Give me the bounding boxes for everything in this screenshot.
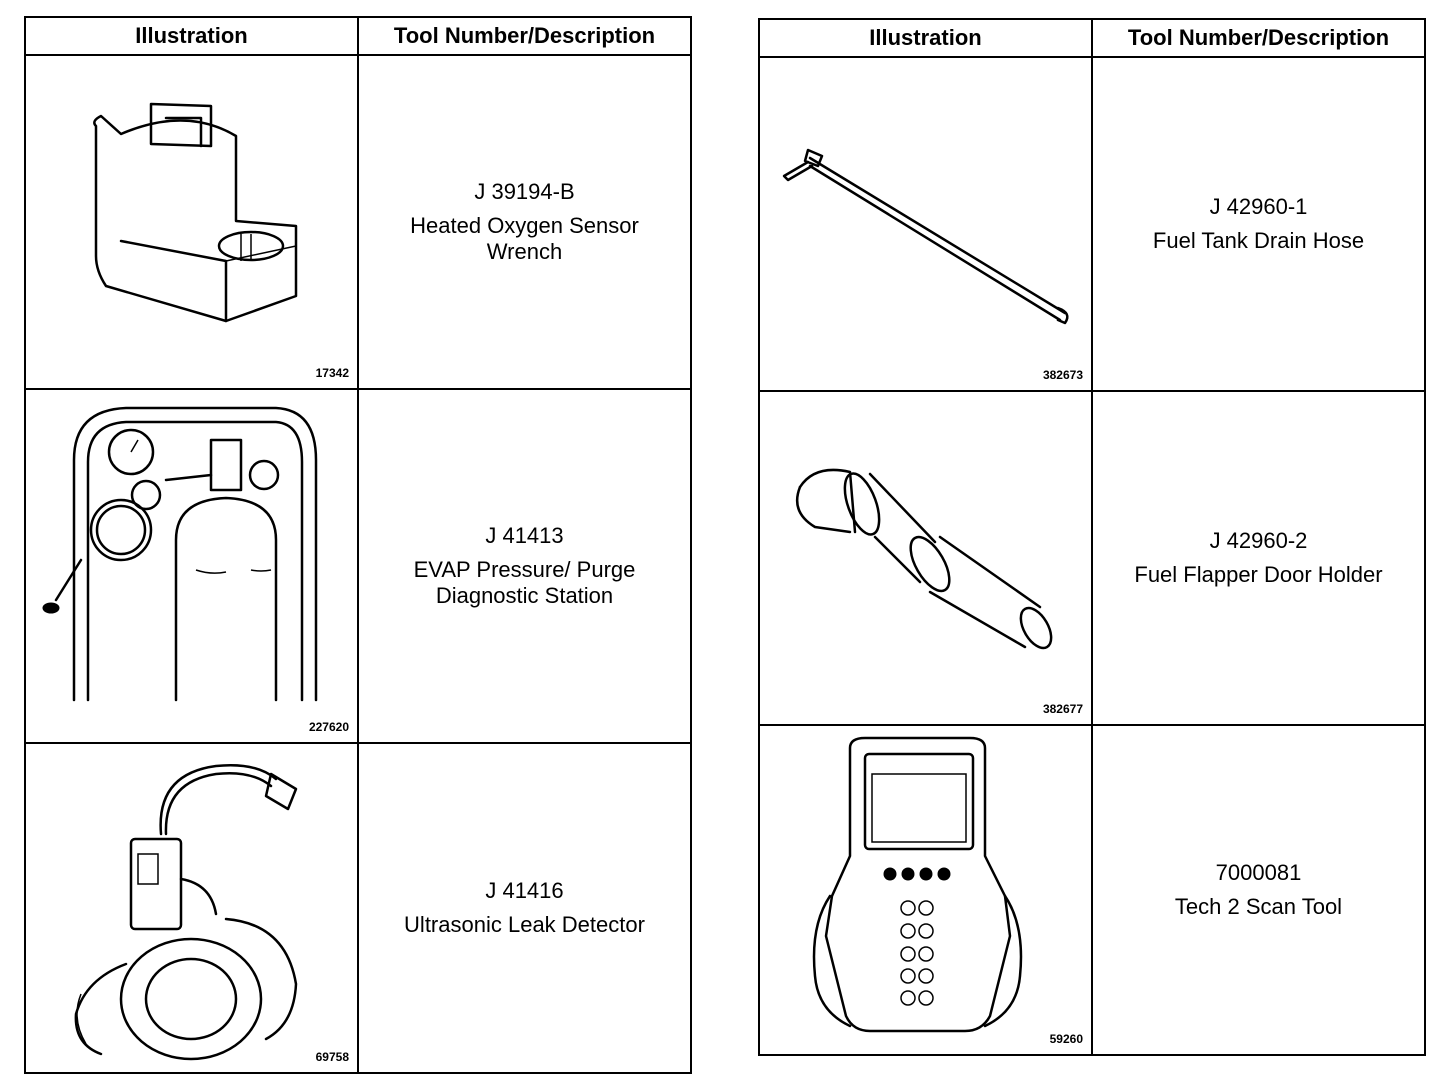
figure-number: 382673 bbox=[1042, 368, 1083, 382]
sensor-wrench-icon bbox=[93, 102, 298, 323]
illustration-cell: 382673 bbox=[758, 56, 1093, 392]
table-row: 227620 J 41413 EVAP Pressure/ Purge Diag… bbox=[24, 388, 692, 744]
description-cell: 7000081 Tech 2 Scan Tool bbox=[1091, 724, 1426, 1056]
description-cell: J 42960-2 Fuel Flapper Door Holder bbox=[1091, 390, 1426, 726]
diagnostic-station-icon bbox=[42, 406, 318, 702]
figure-number: 17342 bbox=[315, 366, 349, 380]
drain-hose-icon bbox=[782, 148, 1069, 325]
leak-detector-icon bbox=[74, 764, 298, 1061]
tool-name: Fuel Tank Drain Hose bbox=[1152, 228, 1365, 253]
tool-header: Tool Number/Description bbox=[1091, 18, 1426, 58]
figure-number: 227620 bbox=[308, 720, 349, 734]
header-row: Illustration Tool Number/Description bbox=[758, 18, 1426, 58]
figure-number: 69758 bbox=[315, 1050, 349, 1064]
description-cell: J 41416 Ultrasonic Leak Detector bbox=[357, 742, 692, 1074]
door-holder-icon bbox=[795, 468, 1053, 650]
header-row: Illustration Tool Number/Description bbox=[24, 16, 692, 56]
illustration-header: Illustration bbox=[24, 16, 359, 56]
tool-name: Ultrasonic Leak Detector bbox=[404, 912, 645, 937]
tool-number: J 42960-1 bbox=[1209, 194, 1308, 219]
left-tool-table: Illustration Tool Number/Description 173… bbox=[24, 16, 692, 1074]
illustration-cell: 59260 bbox=[758, 724, 1093, 1056]
illustration-cell: 227620 bbox=[24, 388, 359, 744]
scan-tool-icon bbox=[812, 736, 1023, 1033]
illustration-cell: 69758 bbox=[24, 742, 359, 1074]
tool-name: Heated Oxygen Sensor Wrench bbox=[410, 213, 639, 264]
table-row: 59260 7000081 Tech 2 Scan Tool bbox=[758, 724, 1426, 1056]
tool-number: J 41416 bbox=[485, 878, 564, 903]
tool-name: Tech 2 Scan Tool bbox=[1174, 894, 1343, 919]
tool-number: J 42960-2 bbox=[1209, 528, 1308, 553]
table-row: 17342 J 39194-B Heated Oxygen Sensor Wre… bbox=[24, 54, 692, 390]
description-cell: J 39194-B Heated Oxygen Sensor Wrench bbox=[357, 54, 692, 390]
table-row: 69758 J 41416 Ultrasonic Leak Detector bbox=[24, 742, 692, 1074]
tool-number: J 41413 bbox=[485, 523, 564, 548]
description-cell: J 42960-1 Fuel Tank Drain Hose bbox=[1091, 56, 1426, 392]
illustration-cell: 17342 bbox=[24, 54, 359, 390]
tool-name: Fuel Flapper Door Holder bbox=[1134, 562, 1383, 587]
description-cell: J 41413 EVAP Pressure/ Purge Diagnostic … bbox=[357, 388, 692, 744]
figure-number: 59260 bbox=[1049, 1032, 1083, 1046]
table-row: 382677 J 42960-2 Fuel Flapper Door Holde… bbox=[758, 390, 1426, 726]
tool-name: EVAP Pressure/ Purge Diagnostic Station bbox=[413, 557, 636, 608]
tool-header: Tool Number/Description bbox=[357, 16, 692, 56]
figure-number: 382677 bbox=[1042, 702, 1083, 716]
tool-number: 7000081 bbox=[1215, 860, 1302, 885]
table-row: 382673 J 42960-1 Fuel Tank Drain Hose bbox=[758, 56, 1426, 392]
illustration-header: Illustration bbox=[758, 18, 1093, 58]
illustration-cell: 382677 bbox=[758, 390, 1093, 726]
right-tool-table: Illustration Tool Number/Description 382… bbox=[758, 18, 1426, 1056]
tool-number: J 39194-B bbox=[474, 179, 575, 204]
